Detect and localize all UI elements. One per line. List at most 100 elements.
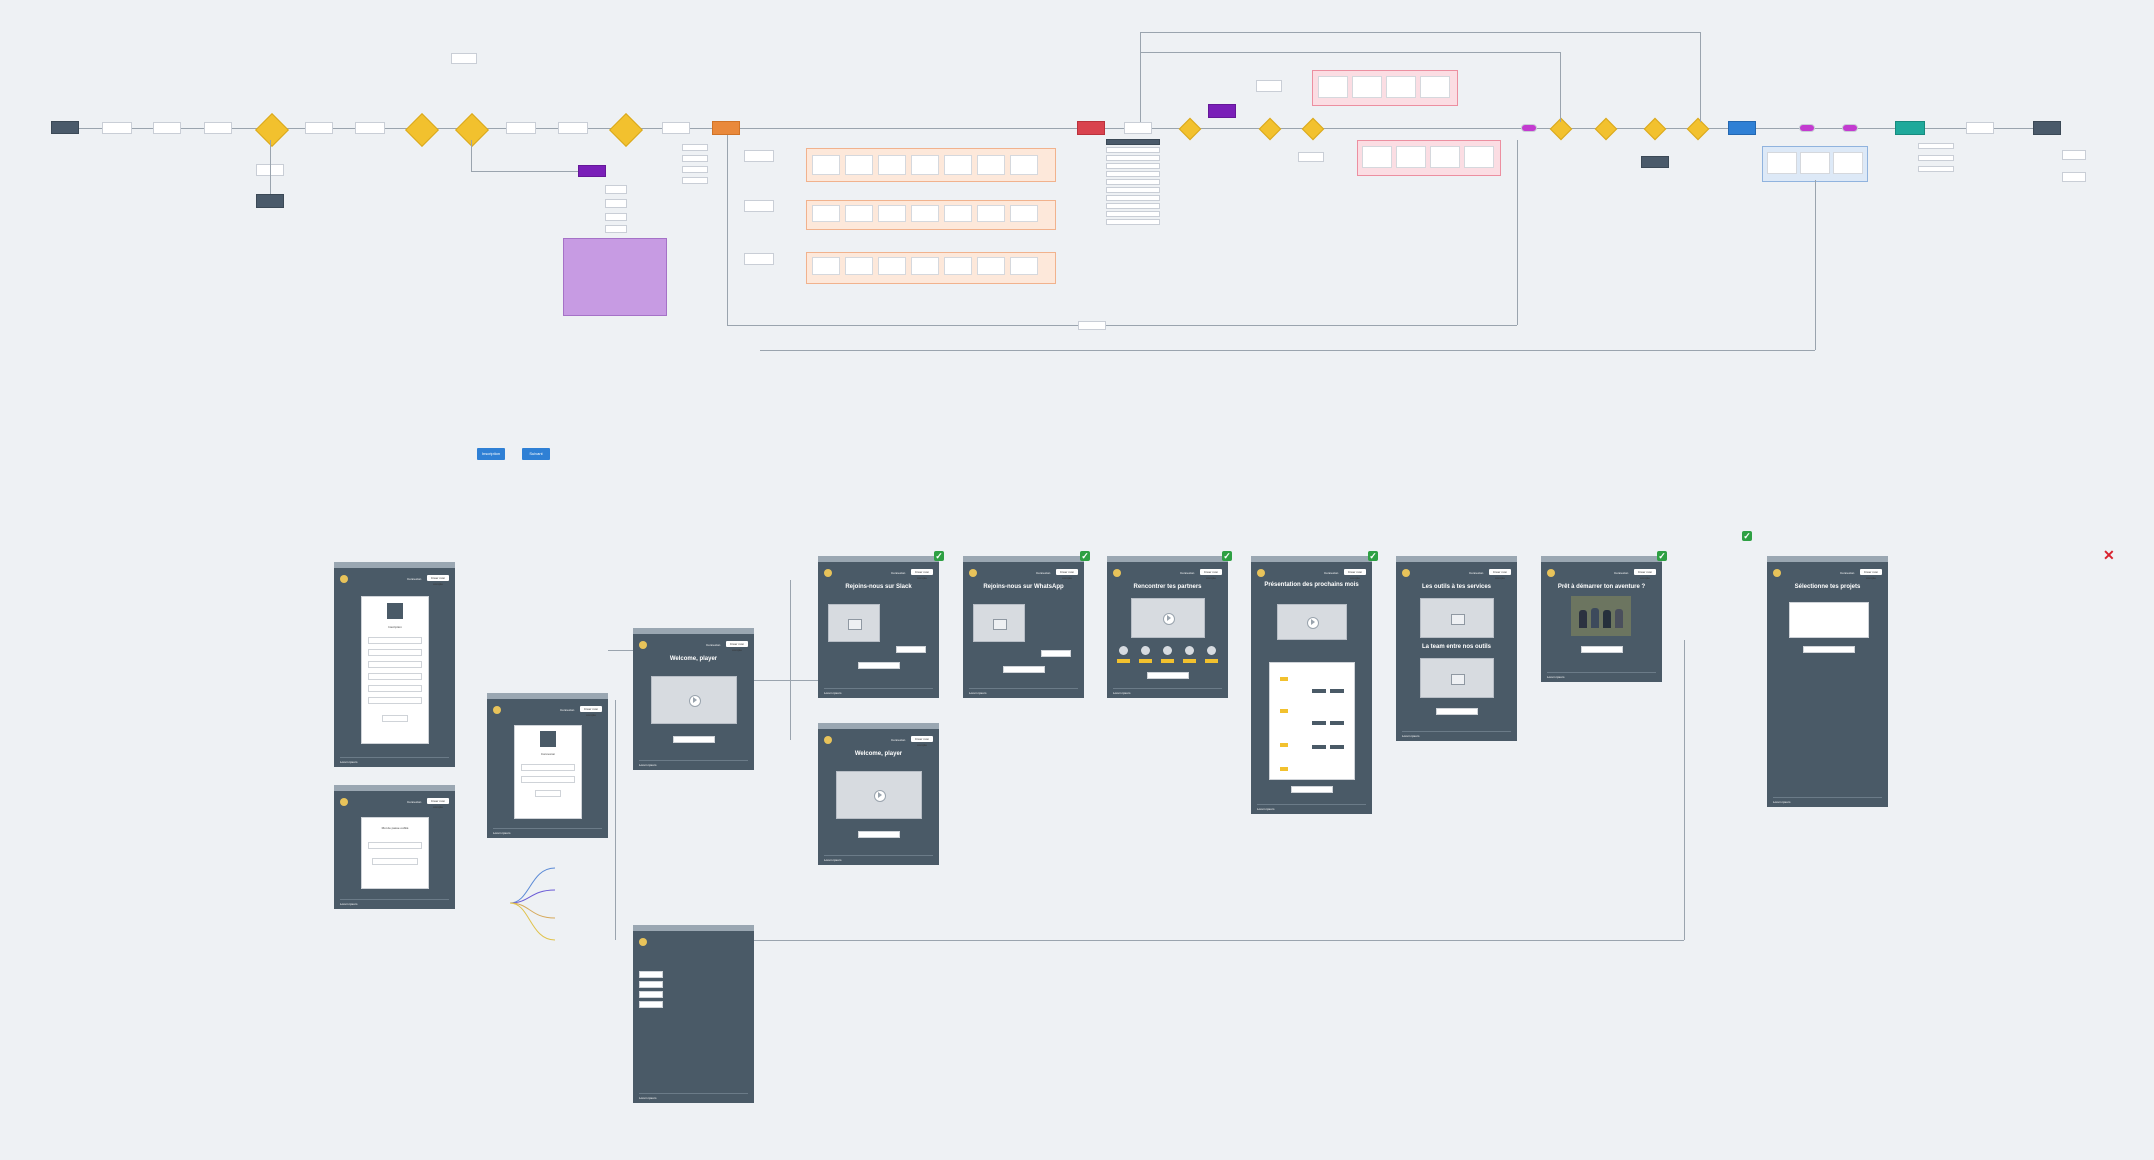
flow-step-5[interactable] [355, 122, 385, 134]
screen-admin[interactable]: Lorem ipsum [633, 925, 754, 1103]
projects-next-button[interactable] [1291, 786, 1333, 793]
checklist-item-9[interactable] [1106, 211, 1160, 217]
nav-signup-button[interactable]: Créer mon compte [427, 575, 449, 586]
flow-sub-3[interactable] [605, 213, 627, 221]
pink2-card-1[interactable] [1362, 146, 1392, 168]
login-email-field[interactable] [521, 764, 575, 771]
flow-list-1[interactable] [682, 144, 708, 151]
checklist-item-4[interactable] [1106, 171, 1160, 177]
lane2-card-5[interactable] [944, 205, 972, 222]
flow-purple-node[interactable] [578, 165, 606, 177]
flow-final-node[interactable] [2033, 121, 2061, 135]
avatar[interactable] [1185, 646, 1194, 655]
flow-magenta-pill-1[interactable] [1521, 124, 1537, 132]
welcome-cta-button[interactable] [673, 736, 715, 743]
flow-step-6[interactable] [506, 122, 536, 134]
partners-video[interactable] [1131, 598, 1205, 638]
checklist-item-7[interactable] [1106, 195, 1160, 201]
nav-signup-button[interactable]: Créer mon compte [427, 798, 449, 809]
list-item[interactable] [1312, 689, 1326, 693]
flow-step-3[interactable] [204, 122, 232, 134]
welcome-video[interactable] [651, 676, 737, 724]
login-submit-button[interactable] [535, 790, 561, 797]
list-item[interactable] [1312, 745, 1326, 749]
admin-menu-2[interactable] [639, 981, 663, 988]
flow-step-11[interactable] [1298, 152, 1324, 162]
nav-login-link[interactable]: Connexion [407, 800, 422, 804]
flow-sub-4[interactable] [605, 225, 627, 233]
nav-login-link[interactable]: Connexion [1180, 571, 1195, 575]
flow-decision-5[interactable] [1178, 117, 1202, 141]
lane-label-2[interactable] [744, 200, 774, 212]
blue-card-1[interactable] [1767, 152, 1797, 174]
reset-submit-button[interactable] [372, 858, 418, 865]
lane-label-3[interactable] [744, 253, 774, 265]
flow-step-9[interactable] [1124, 122, 1152, 134]
lane1-card-5[interactable] [944, 155, 972, 175]
nav-login-link[interactable]: Connexion [407, 577, 422, 581]
checklist-item-1[interactable] [1106, 147, 1160, 153]
signup-field-6[interactable] [368, 697, 422, 704]
flow-list-3[interactable] [682, 166, 708, 173]
flow-decision-7[interactable] [1301, 117, 1325, 141]
lane2-card-4[interactable] [911, 205, 939, 222]
nav-login-link[interactable]: Connexion [1469, 571, 1484, 575]
flow-decision-4[interactable] [609, 113, 643, 147]
nav-login-link[interactable]: Connexion [560, 708, 575, 712]
close-icon[interactable]: ✕ [2103, 547, 2115, 563]
list-item[interactable] [1330, 689, 1344, 693]
pink2-card-2[interactable] [1396, 146, 1426, 168]
flow-teal-node[interactable] [1895, 121, 1925, 135]
checklist-item-3[interactable] [1106, 163, 1160, 169]
bottom-loop-label[interactable] [1078, 321, 1106, 330]
flow-step-2[interactable] [153, 122, 181, 134]
nav-login-link[interactable]: Connexion [1840, 571, 1855, 575]
final-selection-box[interactable] [1789, 602, 1869, 638]
flow-red-node[interactable] [1077, 121, 1105, 135]
lane3-card-5[interactable] [944, 257, 972, 275]
pink2-card-4[interactable] [1464, 146, 1494, 168]
tools-next-button[interactable] [1436, 708, 1478, 715]
pink1-card-1[interactable] [1318, 76, 1348, 98]
whatsapp-join-button[interactable] [1041, 650, 1071, 657]
nav-login-link[interactable]: Connexion [891, 738, 906, 742]
flow-step-8[interactable] [662, 122, 690, 134]
flow-dark-node[interactable] [1641, 156, 1669, 168]
ready-cta-button[interactable] [1581, 646, 1623, 653]
flow-list-2[interactable] [682, 155, 708, 162]
teal-sub-3[interactable] [1918, 166, 1954, 172]
flow-end-node[interactable] [256, 194, 284, 208]
nav-signup-button[interactable]: Créer mon compte [911, 569, 933, 580]
flow-decision-6[interactable] [1258, 117, 1282, 141]
signup-field-2[interactable] [368, 649, 422, 656]
flow-decision-9[interactable] [1594, 117, 1618, 141]
avatar[interactable] [1119, 646, 1128, 655]
flow-step-4[interactable] [305, 122, 333, 134]
flow-purple-node-2[interactable] [1208, 104, 1236, 118]
pink1-card-2[interactable] [1352, 76, 1382, 98]
flow-start-node[interactable] [51, 121, 79, 134]
blue-card-3[interactable] [1833, 152, 1863, 174]
partners-next-button[interactable] [1147, 672, 1189, 679]
lane3-card-4[interactable] [911, 257, 939, 275]
left-blue-button[interactable]: Inscription [477, 448, 505, 460]
checklist-item-10[interactable] [1106, 219, 1160, 225]
nav-signup-button[interactable]: Créer mon compte [726, 641, 748, 652]
nav-login-link[interactable]: Connexion [1036, 571, 1051, 575]
avatar[interactable] [1141, 646, 1150, 655]
avatar[interactable] [1163, 646, 1172, 655]
final-sub-2[interactable] [2062, 172, 2086, 182]
blue-card-2[interactable] [1800, 152, 1830, 174]
list-item[interactable] [1330, 721, 1344, 725]
lane2-card-3[interactable] [878, 205, 906, 222]
nav-login-link[interactable]: Connexion [706, 643, 721, 647]
flow-step-7[interactable] [558, 122, 588, 134]
flow-sub-1[interactable] [605, 185, 627, 194]
